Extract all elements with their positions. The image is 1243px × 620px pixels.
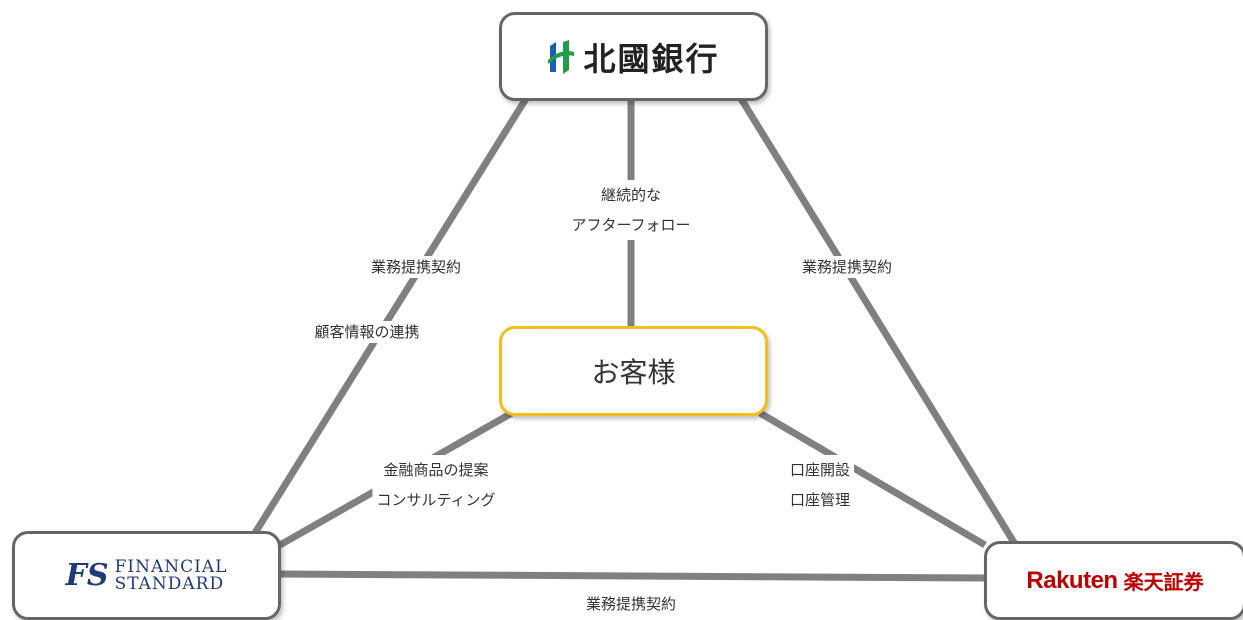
edge-label-bank-rakuten: 業務提携契約 bbox=[799, 256, 895, 278]
fs-wordmark: FINANCIAL STANDARD bbox=[114, 556, 228, 594]
label-line: 口座管理 bbox=[789, 491, 851, 509]
fs-logo-mark: FS bbox=[65, 558, 109, 593]
hokkoku-bank-node: 北國銀行 bbox=[499, 12, 768, 101]
customer-node: お客様 bbox=[499, 326, 768, 416]
edge-bank-rakuten bbox=[737, 95, 1018, 546]
label-line: 金融商品の提案 bbox=[383, 461, 489, 479]
label-line: アフターフォロー bbox=[571, 216, 691, 234]
edge-fs-rakuten bbox=[279, 570, 986, 582]
label-line: コンサルティング bbox=[376, 491, 496, 509]
financial-standard-node: FS FINANCIAL STANDARD bbox=[12, 531, 281, 620]
rakuten-securities-node: Rakuten 楽天証券 bbox=[984, 541, 1243, 620]
bank-name: 北國銀行 bbox=[583, 39, 720, 78]
edge-bank-fs bbox=[252, 95, 530, 535]
edge-label-customer-rakuten: 口座開設 口座管理 bbox=[785, 455, 855, 515]
customer-label: お客様 bbox=[591, 356, 676, 389]
hokkoku-logo-mark bbox=[548, 39, 575, 74]
edge-label-bank-customer: 継続的な アフターフォロー bbox=[567, 180, 695, 240]
rakuten-kanji: 楽天証券 bbox=[1123, 570, 1204, 594]
label-line: 継続的な bbox=[600, 186, 662, 204]
fs-line2: STANDARD bbox=[114, 573, 225, 594]
edge-label-customer-fs: 金融商品の提案 コンサルティング bbox=[372, 455, 500, 515]
edge-label-fs-rakuten: 業務提携契約 bbox=[583, 595, 679, 613]
rakuten-word: Rakuten bbox=[1026, 566, 1118, 594]
fs-line1: FINANCIAL bbox=[114, 556, 228, 577]
edge-label-bank-fs-info: 顧客情報の連携 bbox=[312, 321, 422, 343]
edge-customer-rakuten bbox=[758, 409, 987, 549]
label-line: 口座開設 bbox=[789, 461, 851, 479]
edge-label-bank-fs-contract: 業務提携契約 bbox=[368, 256, 464, 278]
